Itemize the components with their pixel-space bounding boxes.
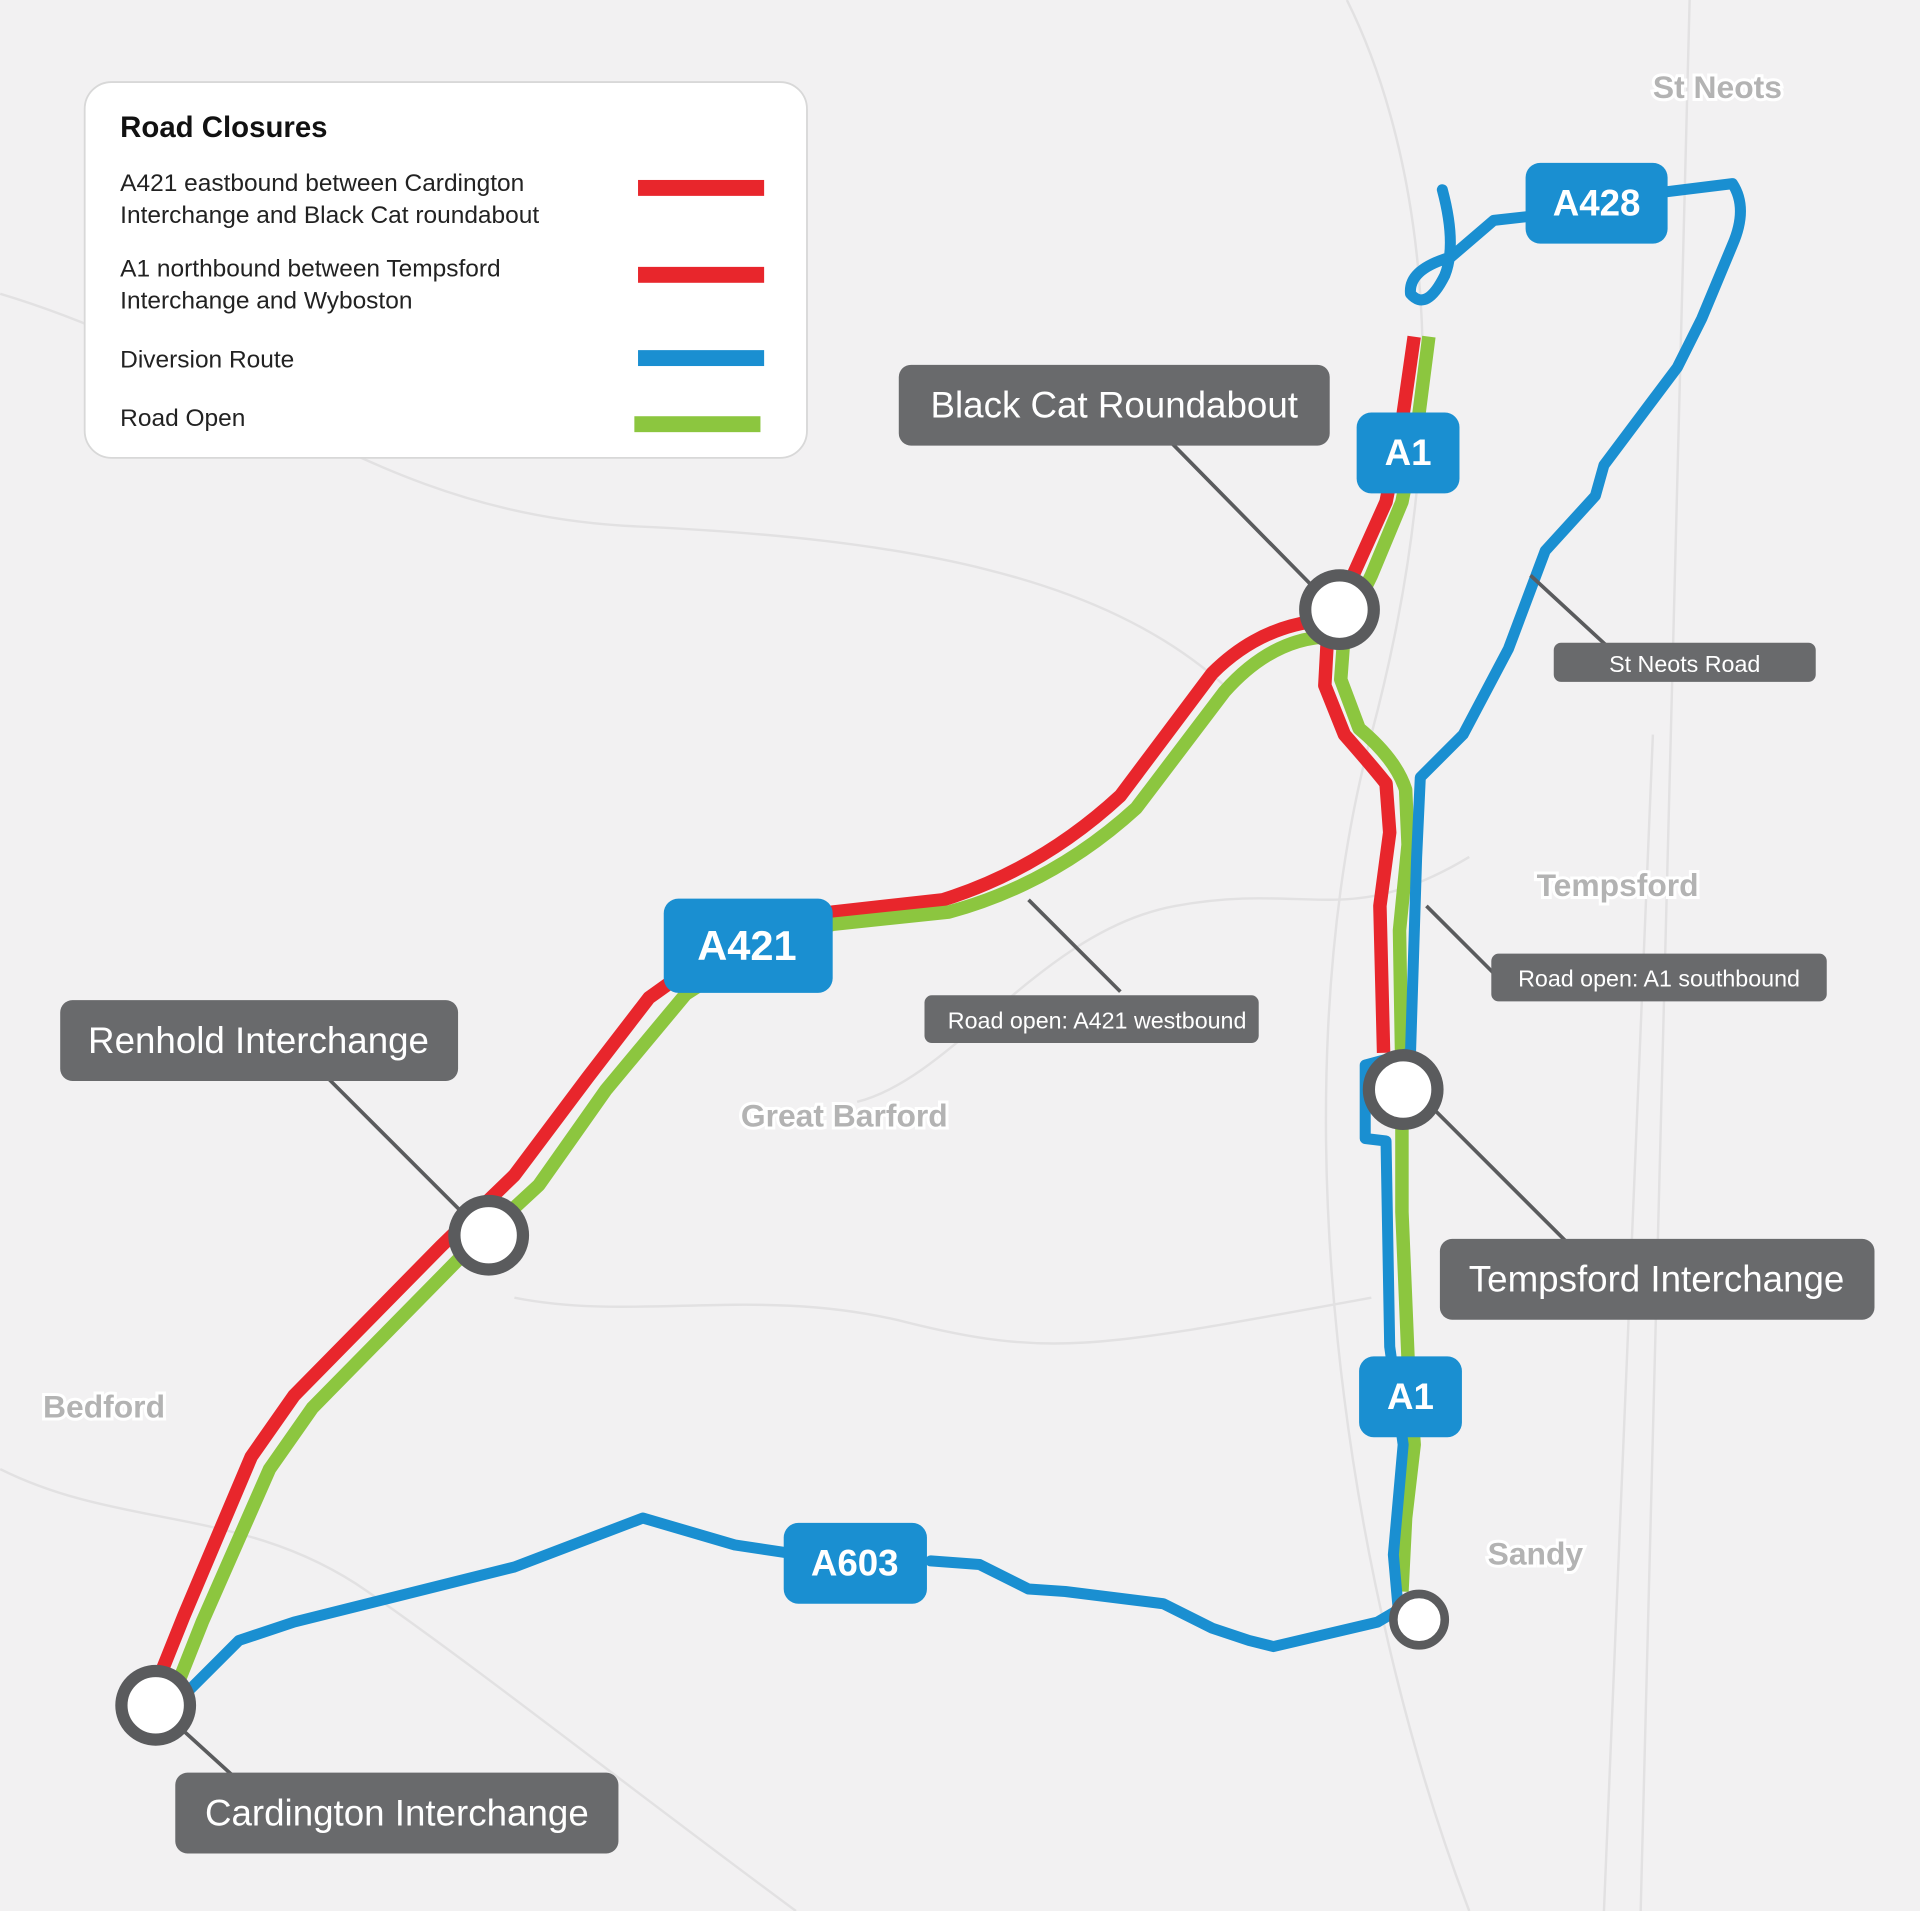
place-tempsford: Tempsford xyxy=(1537,867,1699,903)
legend-item-2-line2: Interchange and Wyboston xyxy=(120,288,412,315)
label-cardington-interchange: Cardington Interchange xyxy=(175,1772,619,1854)
place-st-neots: St Neots xyxy=(1653,69,1782,105)
label-tempsford-interchange: Tempsford Interchange xyxy=(1439,1238,1875,1320)
place-great-barford: Great Barford xyxy=(741,1097,948,1133)
legend-swatch-road-open xyxy=(634,416,761,433)
diversion-route-line xyxy=(178,178,1746,1702)
sandy-junction-marker xyxy=(1389,1589,1450,1650)
label-a1-southbound-open: Road open: A1 southbound xyxy=(1491,953,1827,1002)
svg-text:St Neots Road: St Neots Road xyxy=(1609,651,1760,677)
legend-item-2-line1: A1 northbound between Tempsford xyxy=(120,256,500,283)
svg-text:Cardington Interchange: Cardington Interchange xyxy=(205,1792,589,1833)
label-st-neots-road: St Neots Road xyxy=(1553,642,1816,682)
legend-title: Road Closures xyxy=(120,111,327,144)
svg-text:A603: A603 xyxy=(811,1543,899,1584)
legend-swatch-a421-closure xyxy=(638,179,765,196)
legend: Road Closures A421 eastbound between Car… xyxy=(83,81,808,459)
road-shield-a421: A421 xyxy=(663,898,833,993)
a421-closure-line xyxy=(148,615,1312,1692)
svg-text:Road open: A421 westbound: Road open: A421 westbound xyxy=(948,1007,1247,1033)
legend-item-3: Diversion Route xyxy=(120,346,294,373)
label-black-cat-roundabout: Black Cat Roundabout xyxy=(898,364,1330,446)
road-shield-a1-north: A1 xyxy=(1356,412,1460,494)
svg-text:Black Cat Roundabout: Black Cat Roundabout xyxy=(931,384,1298,425)
svg-text:Renhold Interchange: Renhold Interchange xyxy=(88,1020,429,1061)
label-a421-westbound-open: Road open: A421 westbound xyxy=(924,995,1259,1044)
label-renhold-interchange: Renhold Interchange xyxy=(60,1000,459,1081)
legend-item-1-line1: A421 eastbound between Cardington xyxy=(120,170,524,197)
cardington-interchange-marker xyxy=(115,1664,197,1746)
a421-open-line xyxy=(165,629,1333,1702)
svg-text:A421: A421 xyxy=(697,922,796,969)
svg-text:Tempsford Interchange: Tempsford Interchange xyxy=(1469,1259,1845,1300)
road-shield-a603: A603 xyxy=(783,1522,927,1604)
black-cat-roundabout-marker xyxy=(1299,569,1380,651)
svg-text:Road open: A1 southbound: Road open: A1 southbound xyxy=(1518,966,1800,992)
tempsford-interchange-marker xyxy=(1362,1049,1444,1130)
svg-text:A1: A1 xyxy=(1387,1376,1434,1417)
callout-lines xyxy=(170,439,1612,1783)
legend-swatch-diversion xyxy=(638,350,765,367)
road-shield-a1-south: A1 xyxy=(1359,1356,1462,1438)
legend-item-1-line2: Interchange and Black Cat roundabout xyxy=(120,202,539,229)
legend-swatch-a1-closure xyxy=(638,266,765,283)
place-bedford: Bedford xyxy=(43,1389,165,1425)
legend-item-4: Road Open xyxy=(120,405,245,432)
svg-text:A1: A1 xyxy=(1385,432,1432,473)
place-sandy: Sandy xyxy=(1488,1536,1584,1572)
renhold-interchange-marker xyxy=(448,1194,530,1276)
svg-text:A428: A428 xyxy=(1553,182,1641,223)
road-shield-a428: A428 xyxy=(1525,162,1668,244)
